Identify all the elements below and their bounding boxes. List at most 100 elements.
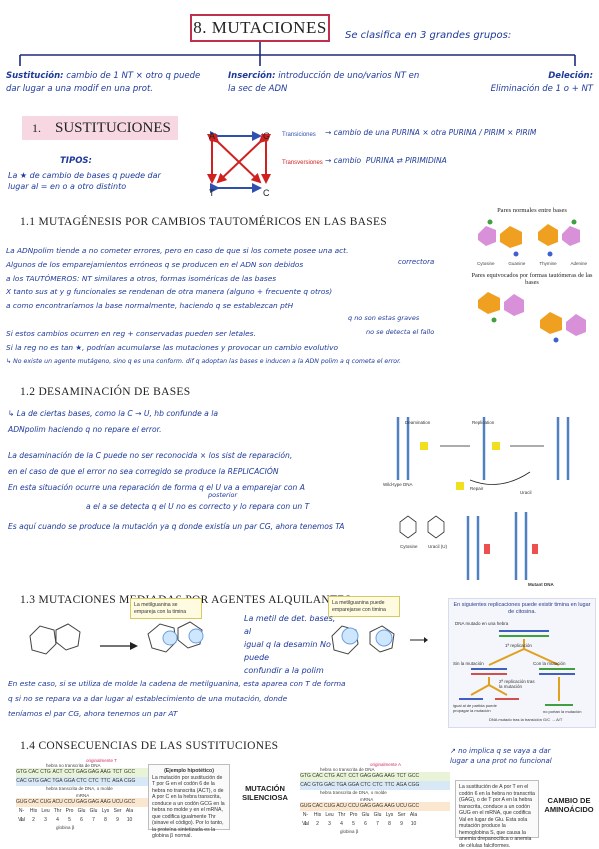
rep-fig-header: En siguientes replicaciones puede existi… xyxy=(453,602,591,615)
codon: CCT xyxy=(64,769,75,775)
transversiones-note-b: PURINA xyxy=(365,156,395,165)
codon: CTC xyxy=(88,778,99,784)
tautomer-fig-title-2: Pares equivocados por formas tautómeras … xyxy=(471,272,593,286)
rep-fig-foot-1: igual al de partida puede propagar la mu… xyxy=(453,703,497,713)
codon: CTC xyxy=(76,778,87,784)
text-line: ADNpolim haciendo q no repare el error. xyxy=(8,425,162,434)
replication-figure: En siguientes replicaciones puede existi… xyxy=(448,598,596,728)
protein-label-2: globina β xyxy=(340,829,359,834)
group-delecion-label: Deleción: xyxy=(548,71,593,81)
position: 10 xyxy=(126,817,133,823)
codon: GTG xyxy=(300,773,311,779)
codon: AAG xyxy=(384,773,395,779)
codon: AAG xyxy=(100,769,111,775)
text-line: Algunos de los emparejamientos erróneos … xyxy=(6,259,304,269)
codon: CAC xyxy=(312,773,323,779)
position: 2 xyxy=(32,817,35,823)
codon: TTC xyxy=(384,782,395,788)
transiciones-label: Transiciones xyxy=(282,132,316,138)
section-title-sustituciones: 1. SUSTITUCIONES xyxy=(22,116,178,140)
position: 3 xyxy=(44,817,47,823)
page-title: 8. MUTACIONES xyxy=(190,14,330,42)
aminoacid: Thr xyxy=(53,808,62,814)
silent-mutation-label: MUTACIÓN SILENCIOSA xyxy=(242,784,288,802)
alkyl-callout-1: La metilguanina se empareja con la timin… xyxy=(130,598,202,619)
group-sustitucion-text: cambio de 1 NT × otro q puede dar lugar … xyxy=(6,71,201,94)
transversiones-note-a: cambio xyxy=(333,156,362,165)
codon: GCC xyxy=(124,769,136,775)
position: 1 xyxy=(304,821,307,827)
fig-label-mutant: Mutant DNA xyxy=(528,582,554,587)
codon: TCT xyxy=(396,773,407,779)
codon: CCU xyxy=(64,799,75,805)
transversiones-label: Transversiones xyxy=(282,160,323,166)
text-line: En este caso, si se utiliza de molde la … xyxy=(8,679,346,688)
fig-label-uracil: Uracil xyxy=(520,490,532,495)
codon: ACT xyxy=(336,773,347,779)
strand-top: GTG CAC CTG ACT CCT GAG GAG AAG TCT GCC xyxy=(16,768,226,777)
fig-label-repair: Repair xyxy=(470,486,484,491)
aa-change-note-box: La sustitución de A por T en el codón 6 … xyxy=(455,780,539,849)
alkylation-figure xyxy=(29,621,204,655)
fig-label-deamination: Deamination xyxy=(405,420,431,425)
text-line: q si no se repara va a dar lugar al esta… xyxy=(8,694,288,703)
rep-fig-strand-label: DNA mutado en una hebra xyxy=(455,621,509,626)
codon: GCC xyxy=(408,803,420,809)
fig-label-cytosine: Cytosine xyxy=(400,544,418,549)
codon: AGA xyxy=(396,782,407,788)
codon: GUG xyxy=(300,803,312,809)
text-line: igual q la desamin No puede xyxy=(244,640,331,662)
silent-note-box: (Ejemplo hipotético) La mutación por sus… xyxy=(148,764,230,839)
aminoacid: Pro xyxy=(65,808,74,814)
tautomer-fig-title-1: Pares normales entre bases xyxy=(497,207,567,214)
codon: GGA xyxy=(64,778,76,784)
codon: AAG xyxy=(100,799,111,805)
correctora-note: correctora xyxy=(398,258,435,266)
codon: CCT xyxy=(348,773,359,779)
silent-codon-panel: originalmente T hebra no transcrita de D… xyxy=(16,758,226,840)
mrna-strand: GUG CAC CUG ACU CCU GAG GAG AAG UCU GCC xyxy=(16,798,226,807)
codon: CTC xyxy=(360,782,371,788)
text-line: Si estos cambios ocurren en reg + conser… xyxy=(6,328,256,338)
codon: GTG xyxy=(28,778,39,784)
aminoacid: Glu xyxy=(361,812,370,818)
silent-note-text: La mutación por sustitución de T por G e… xyxy=(152,774,225,840)
position: 7 xyxy=(376,821,379,827)
aminoacid: Lys xyxy=(385,812,394,818)
codon: CAC xyxy=(16,778,27,784)
transiciones-note: → cambio de una PURINA × otra PURINA / P… xyxy=(325,128,537,137)
codon: CCU xyxy=(348,803,359,809)
fig-label-uracil-u: Uracil (U) xyxy=(428,544,447,549)
text-line: La desaminación de la C puede no ser rec… xyxy=(8,451,293,460)
aminoacid: Thr xyxy=(337,812,346,818)
codon: AGA xyxy=(112,778,123,784)
strand-top-label-2: hebra no transcrita de DNA xyxy=(320,767,375,772)
bracket-tree xyxy=(19,42,576,66)
aminoacid: N-Val xyxy=(302,812,309,827)
codon: CUG xyxy=(40,799,52,805)
codon: GGA xyxy=(348,782,360,788)
group-sustitucion-label: Sustitución: xyxy=(6,71,64,81)
fig-label-wild-type: Wild-type DNA xyxy=(383,482,413,487)
codon: ACT xyxy=(52,769,63,775)
rep-fig-col-1: Sin la mutación xyxy=(453,661,484,666)
position: 7 xyxy=(92,817,95,823)
codon: ACU xyxy=(52,799,63,805)
codon: GUG xyxy=(16,799,28,805)
codon: CTG xyxy=(40,769,51,775)
group-insercion-label: Inserción: xyxy=(228,71,276,81)
codon: CAC xyxy=(28,799,39,805)
classification-note: Se clasifica en 3 grandes grupos: xyxy=(345,30,512,41)
aminoacid-row: N-Val His Leu Thr Pro Glu Glu Lys Ser Al… xyxy=(16,807,226,823)
aminoacid: His xyxy=(313,812,322,818)
codon: GAG xyxy=(372,803,384,809)
text-line: confundir a la polim xyxy=(244,666,324,675)
codon: CUG xyxy=(324,803,336,809)
aa-change-hand-note: ↗ no implica q se vaya a dar lugar a una… xyxy=(450,747,552,765)
mispairs-illustration xyxy=(478,292,586,343)
deamination-figure xyxy=(396,417,570,580)
section-1-2-body: ↳ La de ciertas bases, como la C → U, hb… xyxy=(8,406,380,535)
aminoacid: Ala xyxy=(409,812,418,818)
